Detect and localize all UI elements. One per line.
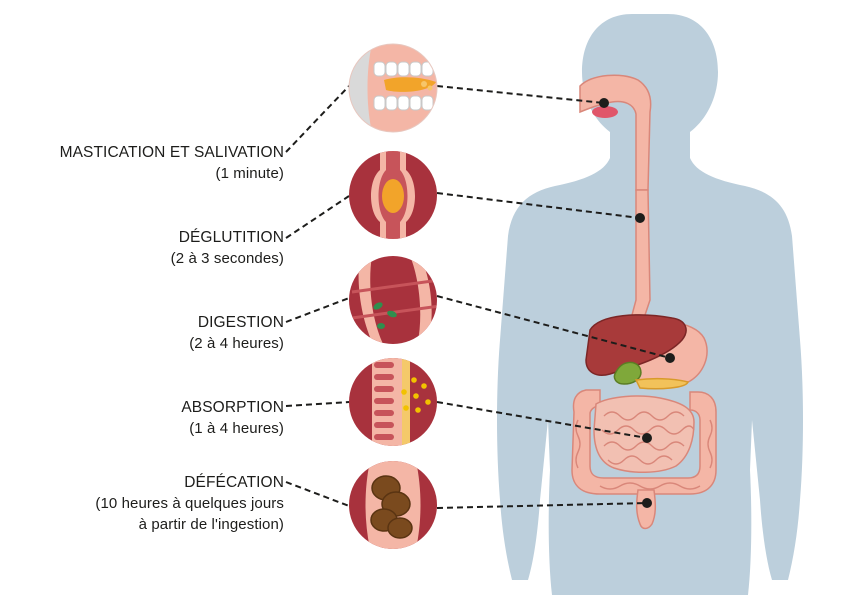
stage-label-mastication: MASTICATION ET SALIVATION (1 minute) bbox=[4, 142, 284, 184]
tongue bbox=[592, 106, 618, 118]
connector-absorption bbox=[285, 401, 350, 407]
marker-stomach bbox=[665, 353, 675, 363]
absorption-illustration bbox=[349, 358, 437, 446]
connector-defecation bbox=[285, 481, 350, 507]
connector-intestine bbox=[436, 401, 648, 439]
stage-duration: (2 à 4 heures) bbox=[189, 335, 284, 352]
stage-label-deglutition: DÉGLUTITION (2 à 3 secondes) bbox=[4, 227, 284, 269]
stage-title: MASTICATION ET SALIVATION bbox=[59, 144, 284, 161]
connector-deglutition bbox=[285, 195, 350, 239]
mastication-illustration bbox=[348, 43, 438, 133]
marker-esophagus bbox=[635, 213, 645, 223]
marker-intestine bbox=[642, 433, 652, 443]
stage-label-absorption: ABSORPTION (1 à 4 heures) bbox=[4, 397, 284, 439]
connector-esophagus bbox=[436, 192, 641, 219]
stage-duration: (2 à 3 secondes) bbox=[170, 250, 284, 267]
stage-label-digestion: DIGESTION (2 à 4 heures) bbox=[4, 312, 284, 354]
connector-lines bbox=[285, 85, 671, 509]
connector-rectum bbox=[436, 502, 648, 509]
stage-duration-continued: à partir de l'ingestion) bbox=[138, 516, 284, 533]
connector-mouth bbox=[436, 85, 605, 104]
rectum bbox=[635, 489, 657, 530]
connector-stomach bbox=[436, 295, 671, 359]
marker-mouth bbox=[599, 98, 609, 108]
digestion-illustration bbox=[349, 256, 437, 344]
body-markers bbox=[599, 98, 675, 508]
stage-duration: (1 minute) bbox=[215, 165, 284, 182]
digestive-tract bbox=[571, 74, 717, 530]
defecation-illustration bbox=[349, 461, 437, 549]
stage-title: DÉGLUTITION bbox=[178, 229, 284, 246]
deglutition-illustration bbox=[349, 151, 437, 239]
stage-title: DÉFÉCATION bbox=[184, 474, 284, 491]
stage-duration: (1 à 4 heures) bbox=[189, 420, 284, 437]
connector-digestion bbox=[285, 297, 350, 323]
pancreas bbox=[634, 377, 689, 390]
connector-mastication bbox=[285, 85, 350, 153]
marker-rectum bbox=[642, 498, 652, 508]
stage-duration: (10 heures à quelques jours bbox=[95, 495, 284, 512]
stage-label-defecation: DÉFÉCATION (10 heures à quelques jours à… bbox=[4, 472, 284, 535]
stage-title: ABSORPTION bbox=[181, 399, 284, 416]
liver bbox=[585, 314, 687, 376]
stage-title: DIGESTION bbox=[197, 314, 284, 331]
